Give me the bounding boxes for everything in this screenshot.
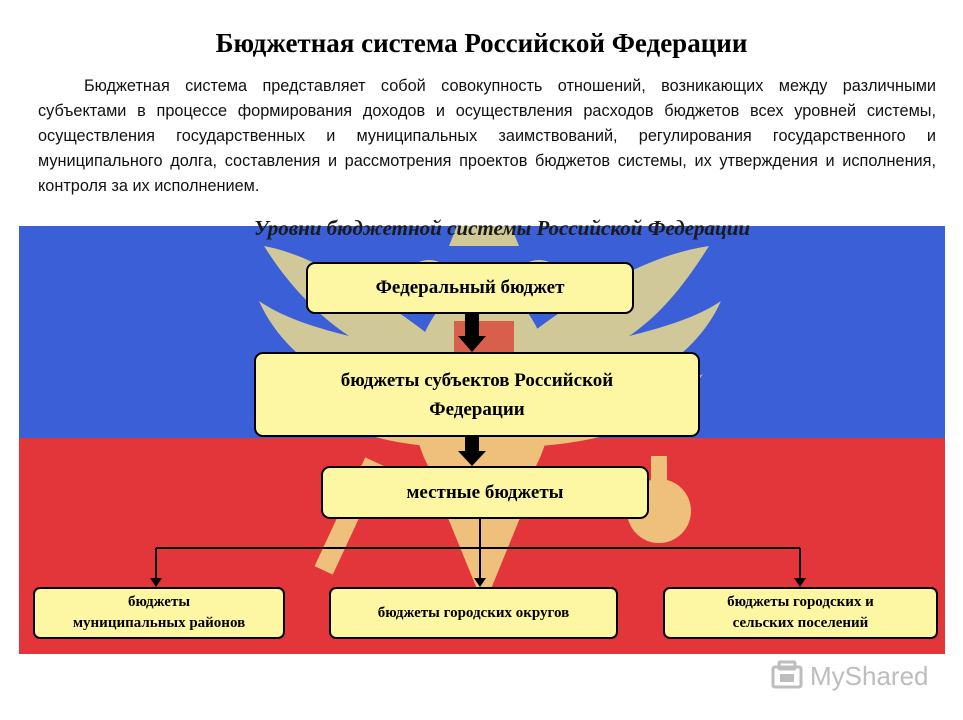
myshared-logo-icon [771,660,803,689]
arrow-to-settlements [794,578,806,587]
municipal-districts-box: бюджеты муниципальных районов [33,587,285,639]
arrow-to-city [474,578,486,587]
subjects-budget-box: бюджеты субъектов Российской Федерации [254,352,700,437]
arrow-federal-to-subjects [458,314,486,352]
myshared-watermark: MyShared [770,656,929,696]
watermark-text: MyShared [810,660,929,691]
city-districts-label: бюджеты городских округов [377,604,570,621]
settlements-label-line1: бюджеты городских и [727,594,874,610]
local-budgets-box: местные бюджеты [321,466,649,519]
settlements-label-line2: сельских поселений [732,615,869,631]
city-districts-box: бюджеты городских округов [329,587,618,639]
diagram-subtitle: Уровни бюджетной системы Российской Феде… [253,216,751,240]
arrow-to-municipal [150,578,162,587]
federal-budget-label: Федеральный бюджет [375,277,565,298]
municipal-districts-label-line1: бюджеты [127,594,191,610]
subjects-budget-label-line1: бюджеты субъектов Российской [340,369,614,391]
municipal-districts-label-line2: муниципальных районов [72,615,246,631]
branch-lines [155,519,801,580]
page-title: Бюджетная система Российской Федерации [215,28,748,58]
subjects-budget-label-line2: Федерации [429,398,525,420]
intro-paragraph: Бюджетная система представляет собой сов… [38,77,936,195]
settlements-box: бюджеты городских и сельских поселений [663,587,938,639]
local-budgets-label: местные бюджеты [406,481,564,503]
federal-budget-box: Федеральный бюджет [306,262,634,314]
arrow-subjects-to-local [458,437,486,466]
